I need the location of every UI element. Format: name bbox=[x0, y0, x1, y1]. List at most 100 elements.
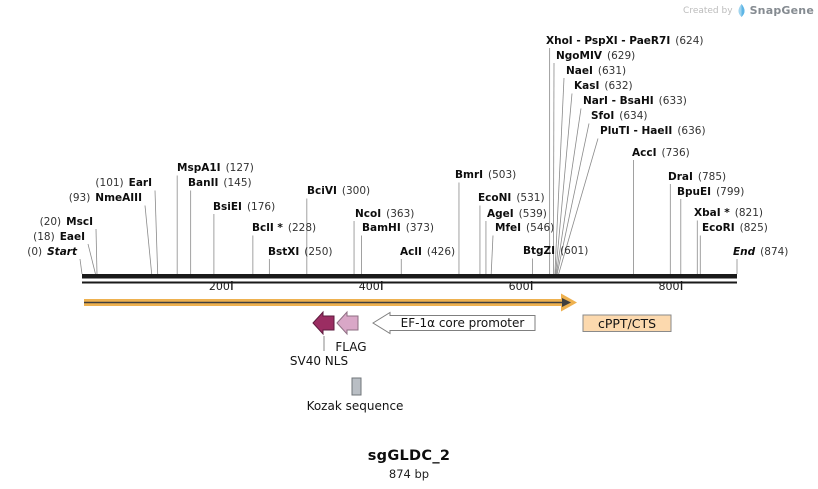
enzyme-site-label[interactable]: SfoI(634) bbox=[591, 110, 648, 123]
enzyme-site-label[interactable]: MfeI(546) bbox=[495, 222, 554, 235]
enzyme-position: (821) bbox=[734, 207, 763, 219]
enzyme-name: DraI bbox=[668, 170, 693, 183]
enzyme-site-label[interactable]: (18) EaeI bbox=[33, 231, 85, 244]
enzyme-position: (546) bbox=[526, 222, 555, 234]
site-callout-line bbox=[95, 228, 98, 275]
enzyme-name: NgoMIV bbox=[556, 49, 602, 62]
enzyme-site-label[interactable]: AccI(736) bbox=[632, 147, 690, 160]
enzyme-site-label[interactable]: AclI (426) bbox=[400, 246, 455, 259]
enzyme-site-label[interactable]: PluTI - HaeII (636) bbox=[600, 125, 706, 138]
site-callout-line bbox=[79, 258, 83, 275]
enzyme-site-label[interactable]: NarI - BsaHI(633) bbox=[583, 95, 687, 108]
enzyme-position: (426) bbox=[426, 245, 456, 258]
enzyme-position: (20) bbox=[39, 215, 62, 228]
enzyme-site-label[interactable]: MspA1I(127) bbox=[177, 162, 254, 175]
sequence-line bbox=[82, 274, 737, 279]
enzyme-site-label[interactable]: NgoMIV (629) bbox=[556, 50, 635, 63]
enzyme-name: NcoI bbox=[355, 207, 382, 220]
enzyme-site-label[interactable]: KasI (632) bbox=[574, 80, 633, 93]
enzyme-site-label[interactable]: DraI (785) bbox=[668, 171, 726, 184]
enzyme-site-label[interactable]: BanII(145) bbox=[188, 177, 252, 190]
site-callout-line bbox=[154, 190, 159, 275]
enzyme-name: SfoI bbox=[591, 110, 615, 122]
site-callout-line bbox=[554, 77, 565, 275]
enzyme-site-label[interactable]: EcoNI(531) bbox=[478, 192, 545, 205]
map-title: sgGLDC_2 bbox=[367, 448, 451, 464]
enzyme-position: (145) bbox=[223, 177, 252, 189]
enzyme-site-label[interactable]: BstXI(250) bbox=[268, 246, 333, 259]
enzyme-name: BclI * bbox=[252, 222, 283, 234]
enzyme-name: EaeI bbox=[59, 230, 85, 243]
enzyme-site-label[interactable]: (0) Start bbox=[27, 246, 77, 259]
sv40-nls-arrow[interactable] bbox=[312, 310, 335, 336]
enzyme-name: XhoI - PspXI - PaeR7I bbox=[546, 34, 671, 47]
enzyme-site-label[interactable]: (101)EarI bbox=[95, 177, 152, 190]
enzyme-site-label[interactable]: NcoI(363) bbox=[355, 208, 414, 221]
site-callout-line bbox=[558, 138, 599, 275]
enzyme-name: AgeI bbox=[487, 207, 514, 220]
enzyme-position: (874) bbox=[760, 245, 789, 258]
enzyme-site-label[interactable]: NaeI(631) bbox=[566, 65, 626, 78]
enzyme-name: EcoNI bbox=[478, 192, 512, 204]
ef1a-promoter-label[interactable]: EF-1α core promoter bbox=[400, 316, 525, 330]
cppt-cts-label[interactable]: cPPT/CTS bbox=[597, 315, 657, 331]
site-callout-line bbox=[555, 108, 582, 275]
ruler-number: 200 bbox=[208, 280, 230, 293]
enzyme-site-label[interactable]: BclI *(228) bbox=[252, 222, 316, 235]
enzyme-site-label[interactable]: AgeI(539) bbox=[487, 208, 547, 221]
enzyme-position: (18) bbox=[33, 230, 55, 243]
enzyme-site-label[interactable]: BpuEI(799) bbox=[677, 186, 744, 199]
ruler-number: 600 bbox=[508, 280, 530, 293]
enzyme-position: (250) bbox=[304, 245, 333, 258]
enzyme-name: Start bbox=[47, 245, 77, 258]
site-callout-line bbox=[556, 123, 590, 275]
enzyme-name: BamHI bbox=[362, 222, 401, 234]
enzyme-name: BmrI bbox=[455, 169, 484, 181]
enzyme-position: (176) bbox=[246, 200, 276, 213]
enzyme-position: (624) bbox=[675, 34, 704, 47]
enzyme-name: End bbox=[733, 245, 756, 258]
enzyme-site-label[interactable]: BmrI(503) bbox=[455, 169, 516, 182]
enzyme-position: (300) bbox=[341, 185, 371, 197]
enzyme-site-label[interactable]: EcoRI(825) bbox=[702, 222, 768, 235]
enzyme-name: BciVI bbox=[307, 185, 337, 197]
enzyme-position: (632) bbox=[604, 80, 633, 92]
snapgene-wordmark: SnapGene bbox=[749, 4, 814, 17]
kozak-label[interactable]: Kozak sequence bbox=[306, 399, 404, 413]
flag-arrow[interactable] bbox=[336, 310, 359, 336]
enzyme-position: (825) bbox=[739, 222, 768, 234]
ef1a-promoter-arrow[interactable] bbox=[372, 311, 536, 335]
sequence-line-shadow bbox=[82, 281, 737, 284]
enzyme-site-label[interactable]: BamHI(373) bbox=[362, 222, 434, 235]
enzyme-name: NmeAIII bbox=[95, 192, 142, 204]
credit-text: Created by bbox=[683, 5, 733, 16]
enzyme-site-label[interactable]: End (874) bbox=[733, 246, 788, 259]
enzyme-name: KasI bbox=[574, 80, 600, 92]
enzyme-name: AclI bbox=[400, 245, 422, 258]
ruler-number: 800 bbox=[658, 280, 680, 293]
flag-label[interactable]: FLAG bbox=[335, 339, 367, 354]
enzyme-site-label[interactable]: (93)NmeAIII bbox=[69, 192, 142, 205]
enzyme-name: PluTI - HaeII bbox=[600, 125, 673, 137]
enzyme-site-label[interactable]: XbaI * (821) bbox=[694, 207, 763, 220]
enzyme-name: BsiEI bbox=[213, 200, 242, 213]
enzyme-site-label[interactable]: BciVI (300) bbox=[307, 185, 370, 198]
enzyme-name: XbaI * bbox=[694, 207, 730, 219]
enzyme-name: BtgZI bbox=[523, 245, 556, 257]
enzyme-position: (636) bbox=[677, 125, 706, 137]
enzyme-position: (785) bbox=[697, 170, 727, 183]
enzyme-position: (629) bbox=[607, 49, 636, 62]
enzyme-site-label[interactable]: BsiEI (176) bbox=[213, 201, 275, 214]
enzyme-position: (0) bbox=[27, 245, 43, 258]
enzyme-site-label[interactable]: XhoI - PspXI - PaeR7I (624) bbox=[546, 35, 703, 48]
sv40-nls-label[interactable]: SV40 NLS bbox=[289, 354, 349, 368]
enzyme-site-label[interactable]: BtgZI(601) bbox=[523, 245, 588, 258]
enzyme-name: EarI bbox=[128, 177, 152, 189]
enzyme-position: (736) bbox=[661, 146, 690, 159]
enzyme-position: (127) bbox=[225, 162, 254, 174]
kozak-box[interactable] bbox=[351, 377, 362, 396]
site-callout-line bbox=[555, 93, 573, 275]
cppt-cts-box[interactable] bbox=[582, 314, 672, 332]
enzyme-site-label[interactable]: (20)MscI bbox=[40, 216, 93, 229]
